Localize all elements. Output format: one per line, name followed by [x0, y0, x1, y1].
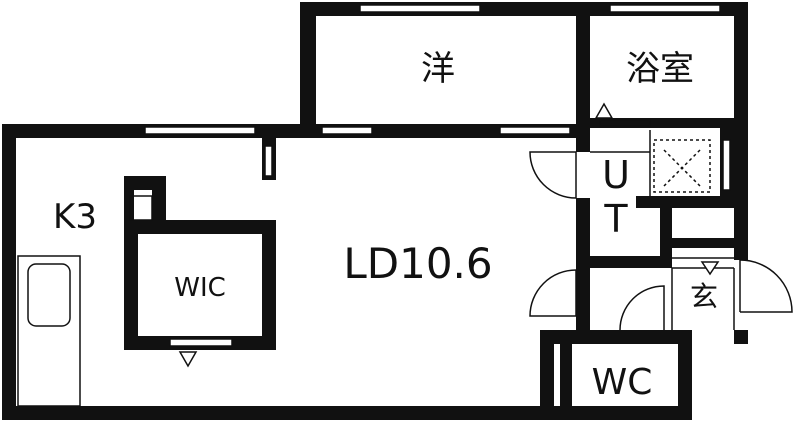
label-wc: WC	[592, 362, 653, 403]
doors	[529, 151, 793, 331]
windows	[144, 4, 731, 347]
arrows	[178, 102, 720, 368]
exterior-walls	[2, 2, 748, 420]
arrow-down-icon	[700, 261, 720, 276]
label-entrance: 玄	[690, 280, 718, 313]
arrow-up-icon	[594, 102, 614, 119]
label-wic: WIC	[174, 273, 226, 303]
label-bath: 浴室	[626, 49, 694, 89]
arrow-down-icon	[178, 351, 198, 368]
label-ld: LD10.6	[343, 239, 492, 288]
fixtures	[17, 119, 711, 407]
label-kitchen: K3	[53, 197, 97, 237]
label-western-room: 洋	[421, 49, 455, 89]
label-ut-u: U	[602, 153, 630, 197]
label-ut-t: T	[603, 197, 628, 241]
